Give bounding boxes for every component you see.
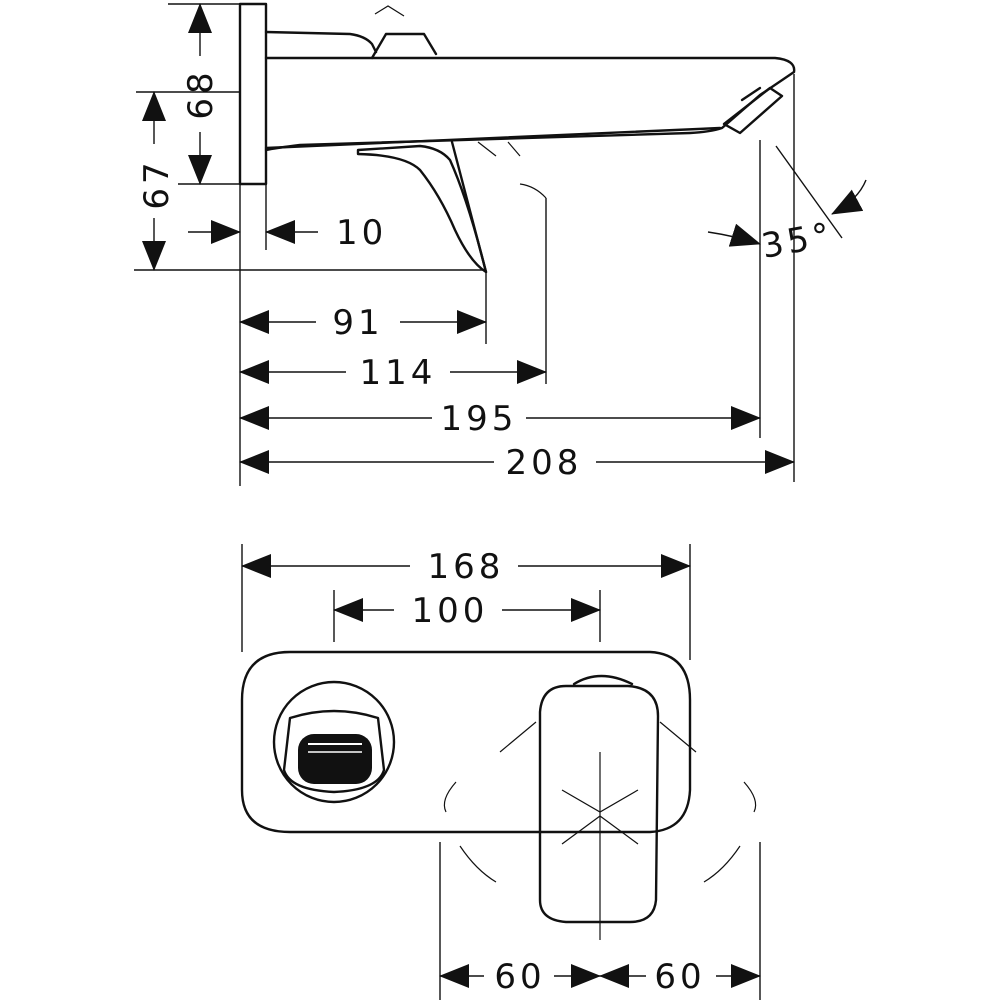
front-view: 168 100 60 60 [240, 544, 761, 1000]
lever-handle [356, 144, 488, 274]
dim-height-lower: 67 [137, 158, 177, 209]
dim-lever-sweep-reach: 114 [360, 353, 437, 393]
wall-plate [238, 2, 268, 186]
aerator-outlet-icon [298, 734, 372, 784]
aerator [722, 86, 784, 135]
front-wall-plate [240, 650, 692, 834]
side-view: 68 67 10 91 114 195 208 35° [134, 2, 867, 486]
dim-swing-left: 60 [494, 957, 545, 997]
dim-spout-length: 208 [506, 443, 583, 483]
dim-aerator-angle: 35° [759, 215, 837, 267]
dim-swing-right: 60 [654, 957, 705, 997]
dim-outlet-reach: 195 [441, 399, 518, 439]
spout-outlet [272, 680, 396, 804]
dim-lever-reach: 91 [332, 303, 383, 343]
front-lever-handle [538, 684, 660, 924]
dim-height-upper: 68 [181, 68, 221, 119]
dim-axis-spacing: 100 [412, 591, 489, 631]
dim-plate-thickness: 10 [336, 213, 387, 253]
dim-plate-width: 168 [428, 547, 505, 587]
